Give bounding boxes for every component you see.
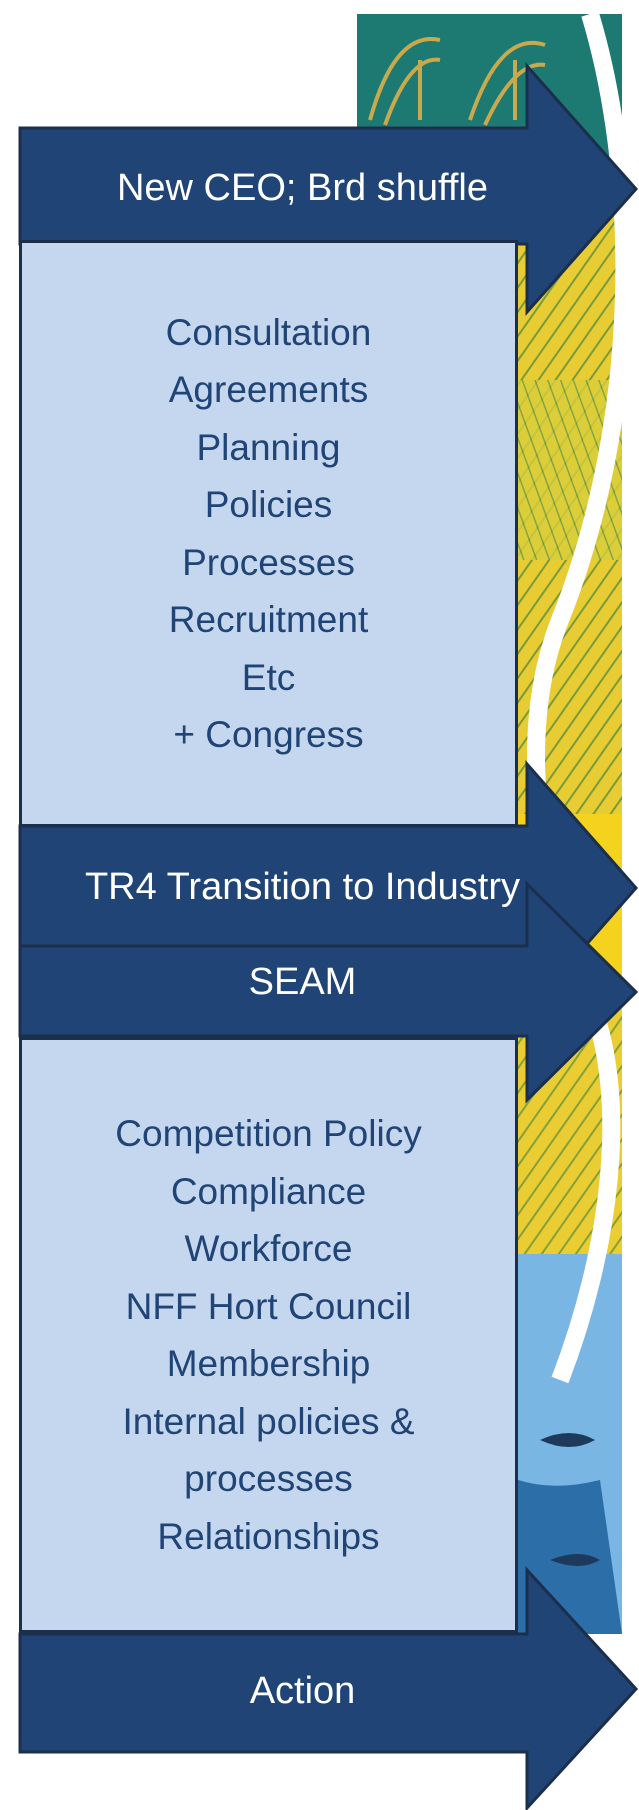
- box1-item: Recruitment: [168, 599, 369, 640]
- box2-item: Competition Policy: [115, 1113, 422, 1154]
- arrow-seam: [18, 880, 639, 1104]
- arrow-label-action: Action: [249, 1670, 356, 1712]
- arrow-action: [18, 1566, 639, 1810]
- box1-item: Consultation: [165, 311, 372, 353]
- box2-item: processes: [184, 1458, 353, 1499]
- arrow-label-seam: SEAM: [248, 961, 357, 1003]
- box2-item: Relationships: [157, 1515, 380, 1557]
- box2-item: Compliance: [170, 1170, 367, 1212]
- activities-box-1: Consultation Agreements Planning Policie…: [19, 240, 518, 827]
- box1-item: Etc: [241, 656, 296, 698]
- box2-item: Membership: [166, 1343, 371, 1384]
- box2-item: Workforce: [184, 1228, 353, 1269]
- activities-box-2: Competition Policy Compliance Workforce …: [19, 1037, 518, 1633]
- arrow-label-new-ceo: New CEO; Brd shuffle: [116, 167, 488, 209]
- box2-item: Internal policies &: [122, 1400, 415, 1442]
- box1-item: + Congress: [173, 714, 364, 755]
- box2-item: NFF Hort Council: [125, 1285, 412, 1327]
- box1-item: Agreements: [168, 369, 369, 410]
- box1-item: Processes: [182, 541, 355, 583]
- box1-item: Policies: [204, 484, 333, 525]
- arrow-label-tr4-transition: TR4 Transition to Industry: [84, 866, 521, 908]
- box1-item: Planning: [196, 426, 341, 468]
